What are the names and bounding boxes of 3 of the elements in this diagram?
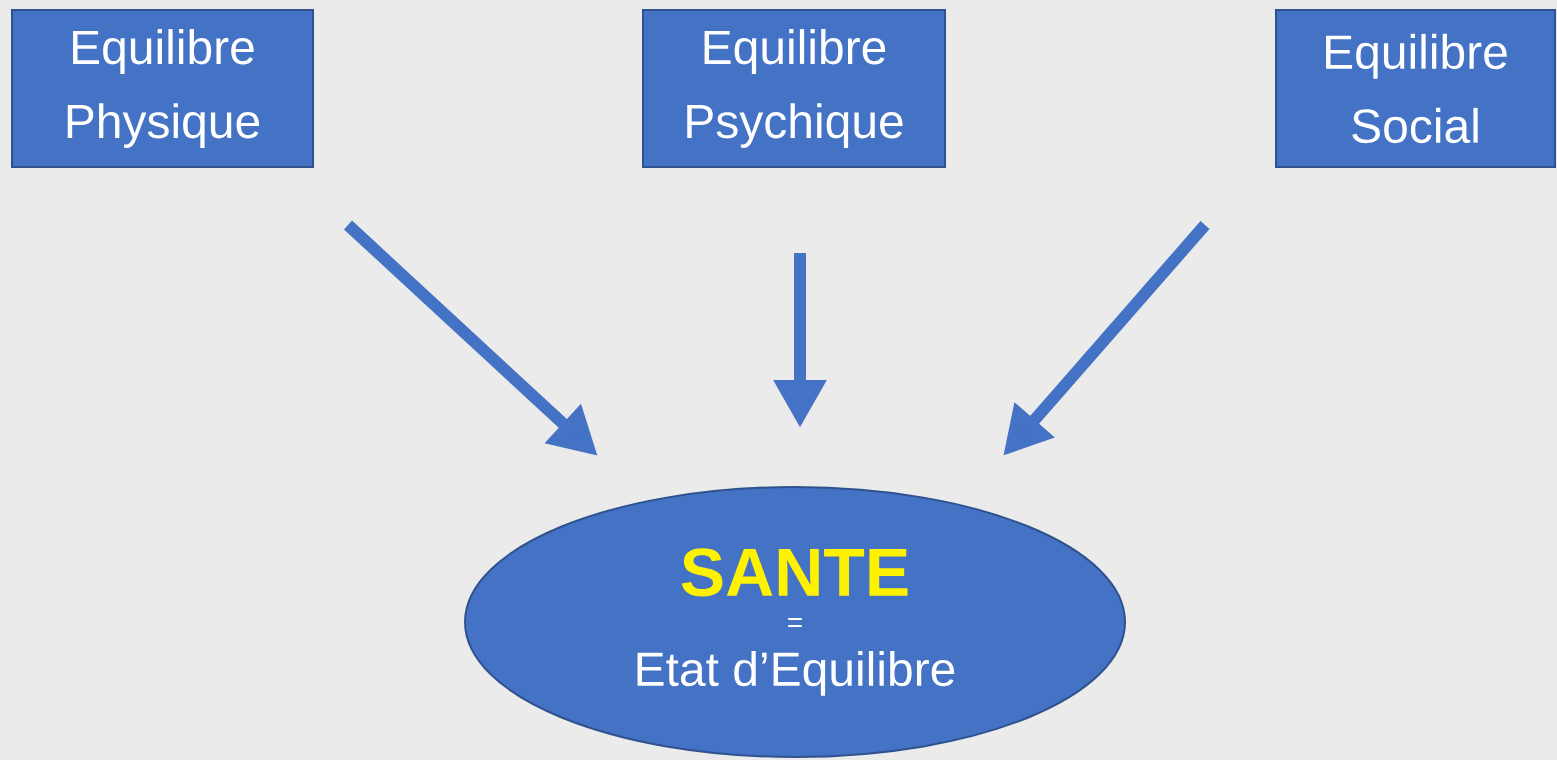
process-box: Equilibre Psychique — [642, 9, 946, 168]
process-box: Equilibre Social — [1275, 9, 1556, 168]
process-box: Equilibre Physique — [11, 9, 314, 168]
